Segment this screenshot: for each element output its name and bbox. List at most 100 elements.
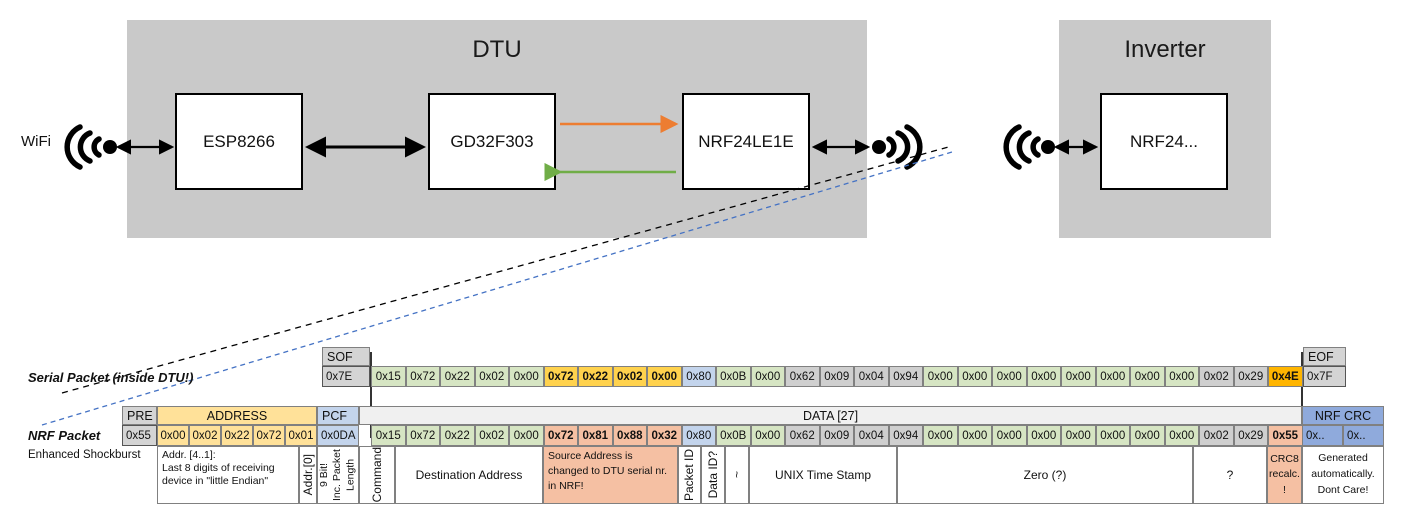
nrf-cell-10: 0x0B xyxy=(716,425,751,446)
nrf-cell-20: 0x00 xyxy=(1061,425,1096,446)
serial-cell-22: 0x00 xyxy=(1130,366,1165,387)
nrf-crc-generated-note: Generated automatically. Dont Care! xyxy=(1302,446,1384,504)
serial-cell-5: 0x72 xyxy=(543,366,578,387)
nrf-header-nrfcrc: NRF CRC xyxy=(1302,406,1384,425)
nrf-cell-0: 0x15 xyxy=(371,425,406,446)
nrf-address-cell-2: 0x22 xyxy=(221,425,253,446)
nrf-cell-24: 0x02 xyxy=(1199,425,1234,446)
nrf-unix-note: UNIX Time Stamp xyxy=(749,446,897,504)
serial-cell-20: 0x00 xyxy=(1061,366,1096,387)
serial-sof-value: 0x7E xyxy=(322,366,370,387)
nrf-cell-23: 0x00 xyxy=(1164,425,1199,446)
nrf-cell-12: 0x62 xyxy=(785,425,820,446)
nrf-data-id-note: Data ID? xyxy=(701,446,725,504)
nrf-addr0-note: Addr.[0] xyxy=(299,446,317,504)
nrf-cell-19: 0x00 xyxy=(1026,425,1061,446)
nrf-cell-15: 0x94 xyxy=(888,425,923,446)
chip-nrf24-label: NRF24... xyxy=(1129,131,1199,151)
serial-cell-19: 0x00 xyxy=(1026,366,1061,387)
nrf-address-cell-4: 0x01 xyxy=(285,425,317,446)
nrf-command-note: Command xyxy=(359,446,395,504)
nrf-cell-6: 0x81 xyxy=(578,425,613,446)
nrf-cell-3: 0x02 xyxy=(474,425,509,446)
nrf-crc-cell-0: 0x.. xyxy=(1302,425,1343,446)
nrf-packet-id-label: Packet ID xyxy=(682,448,696,502)
nrf-cell-26: 0x55 xyxy=(1268,425,1303,446)
serial-cell-11: 0x00 xyxy=(750,366,785,387)
nrf-header-pre: PRE xyxy=(122,406,157,425)
serial-cell-10: 0x0B xyxy=(716,366,751,387)
serial-eof-header: EOF xyxy=(1303,347,1346,366)
nrf-crc8-note: CRC8 recalc. ! xyxy=(1267,446,1302,504)
serial-cell-12: 0x62 xyxy=(785,366,820,387)
nrf-packet-id-note: Packet ID xyxy=(678,446,701,504)
nrf-packet-row-label: NRF Packet xyxy=(28,428,101,443)
serial-packet-row-label: Serial Packet (inside DTU!) xyxy=(28,370,194,385)
nrf-header-address: ADDRESS xyxy=(157,406,317,425)
serial-cell-9: 0x80 xyxy=(681,366,716,387)
nrf-cell-18: 0x00 xyxy=(992,425,1027,446)
nrf-cell-25: 0x29 xyxy=(1233,425,1268,446)
nrf-cell-1: 0x72 xyxy=(405,425,440,446)
nrf-data-id-label: Data ID? xyxy=(705,451,720,499)
nrf-address-cell-3: 0x72 xyxy=(253,425,285,446)
nrf-cell-13: 0x09 xyxy=(819,425,854,446)
serial-cell-3: 0x02 xyxy=(474,366,509,387)
serial-cell-23: 0x00 xyxy=(1164,366,1199,387)
nrf-cell-11: 0x00 xyxy=(750,425,785,446)
nrf-pcf-note: 9 Bit! Inc. Packet Length xyxy=(317,446,359,504)
nrf-destination-note: Destination Address xyxy=(395,446,543,504)
nrf-crc-cell-1: 0x.. xyxy=(1343,425,1384,446)
nrf-address-note: Addr. [4..1]: Last 8 digits of receiving… xyxy=(157,446,299,504)
nrf-address-cell-0: 0x00 xyxy=(157,425,189,446)
chip-nrf24: NRF24... xyxy=(1100,93,1228,190)
nrf-command-label: Command xyxy=(369,447,384,503)
inverter-title: Inverter xyxy=(1124,36,1206,63)
serial-cell-4: 0x00 xyxy=(509,366,544,387)
nrf-source-note: Source Address is changed to DTU serial … xyxy=(543,446,678,504)
serial-cell-24: 0x02 xyxy=(1199,366,1234,387)
serial-cell-7: 0x02 xyxy=(612,366,647,387)
serial-cell-13: 0x09 xyxy=(819,366,854,387)
nrf-address-cell-1: 0x02 xyxy=(189,425,221,446)
nrf-pcf-label: 9 Bit! Inc. Packet Length xyxy=(318,449,357,501)
serial-cell-8: 0x00 xyxy=(647,366,682,387)
serial-cell-6: 0x22 xyxy=(578,366,613,387)
enhanced-shockburst-label: Enhanced Shockburst xyxy=(28,449,141,461)
nrf-cell-17: 0x00 xyxy=(957,425,992,446)
nrf-header-pcf: PCF xyxy=(317,406,359,425)
serial-eof-value: 0x7F xyxy=(1303,366,1346,387)
serial-sof-header: SOF xyxy=(322,347,370,366)
nrf-cell-5: 0x72 xyxy=(543,425,578,446)
serial-cell-18: 0x00 xyxy=(992,366,1027,387)
serial-cell-14: 0x04 xyxy=(854,366,889,387)
serial-cell-2: 0x22 xyxy=(440,366,475,387)
serial-cell-25: 0x29 xyxy=(1233,366,1268,387)
serial-cell-21: 0x00 xyxy=(1095,366,1130,387)
nrf-header-data: DATA [27] xyxy=(359,406,1302,425)
serial-cell-1: 0x72 xyxy=(405,366,440,387)
serial-cell-17: 0x00 xyxy=(957,366,992,387)
serial-cell-0: 0x15 xyxy=(371,366,406,387)
nrf-cell-22: 0x00 xyxy=(1130,425,1165,446)
nrf-tilde-label: ~ xyxy=(729,471,744,479)
nrf-cell-16: 0x00 xyxy=(923,425,958,446)
nrf-cell-21: 0x00 xyxy=(1095,425,1130,446)
serial-cell-26: 0x4E xyxy=(1268,366,1303,387)
nrf-cell-9: 0x80 xyxy=(681,425,716,446)
nrf-question-note: ? xyxy=(1193,446,1267,504)
nrf-cell-4: 0x00 xyxy=(509,425,544,446)
nrf-cell-8: 0x32 xyxy=(647,425,682,446)
nrf-tilde-note: ~ xyxy=(725,446,749,504)
nrf-cell-2: 0x22 xyxy=(440,425,475,446)
serial-cell-15: 0x94 xyxy=(888,366,923,387)
nrf-cell-14: 0x04 xyxy=(854,425,889,446)
nrf-zero-note: Zero (?) xyxy=(897,446,1193,504)
nrf-addr0-label: Addr.[0] xyxy=(300,454,315,496)
nrf-pcf-value: 0x0DA xyxy=(317,425,359,446)
nrf-cell-7: 0x88 xyxy=(612,425,647,446)
serial-cell-16: 0x00 xyxy=(923,366,958,387)
